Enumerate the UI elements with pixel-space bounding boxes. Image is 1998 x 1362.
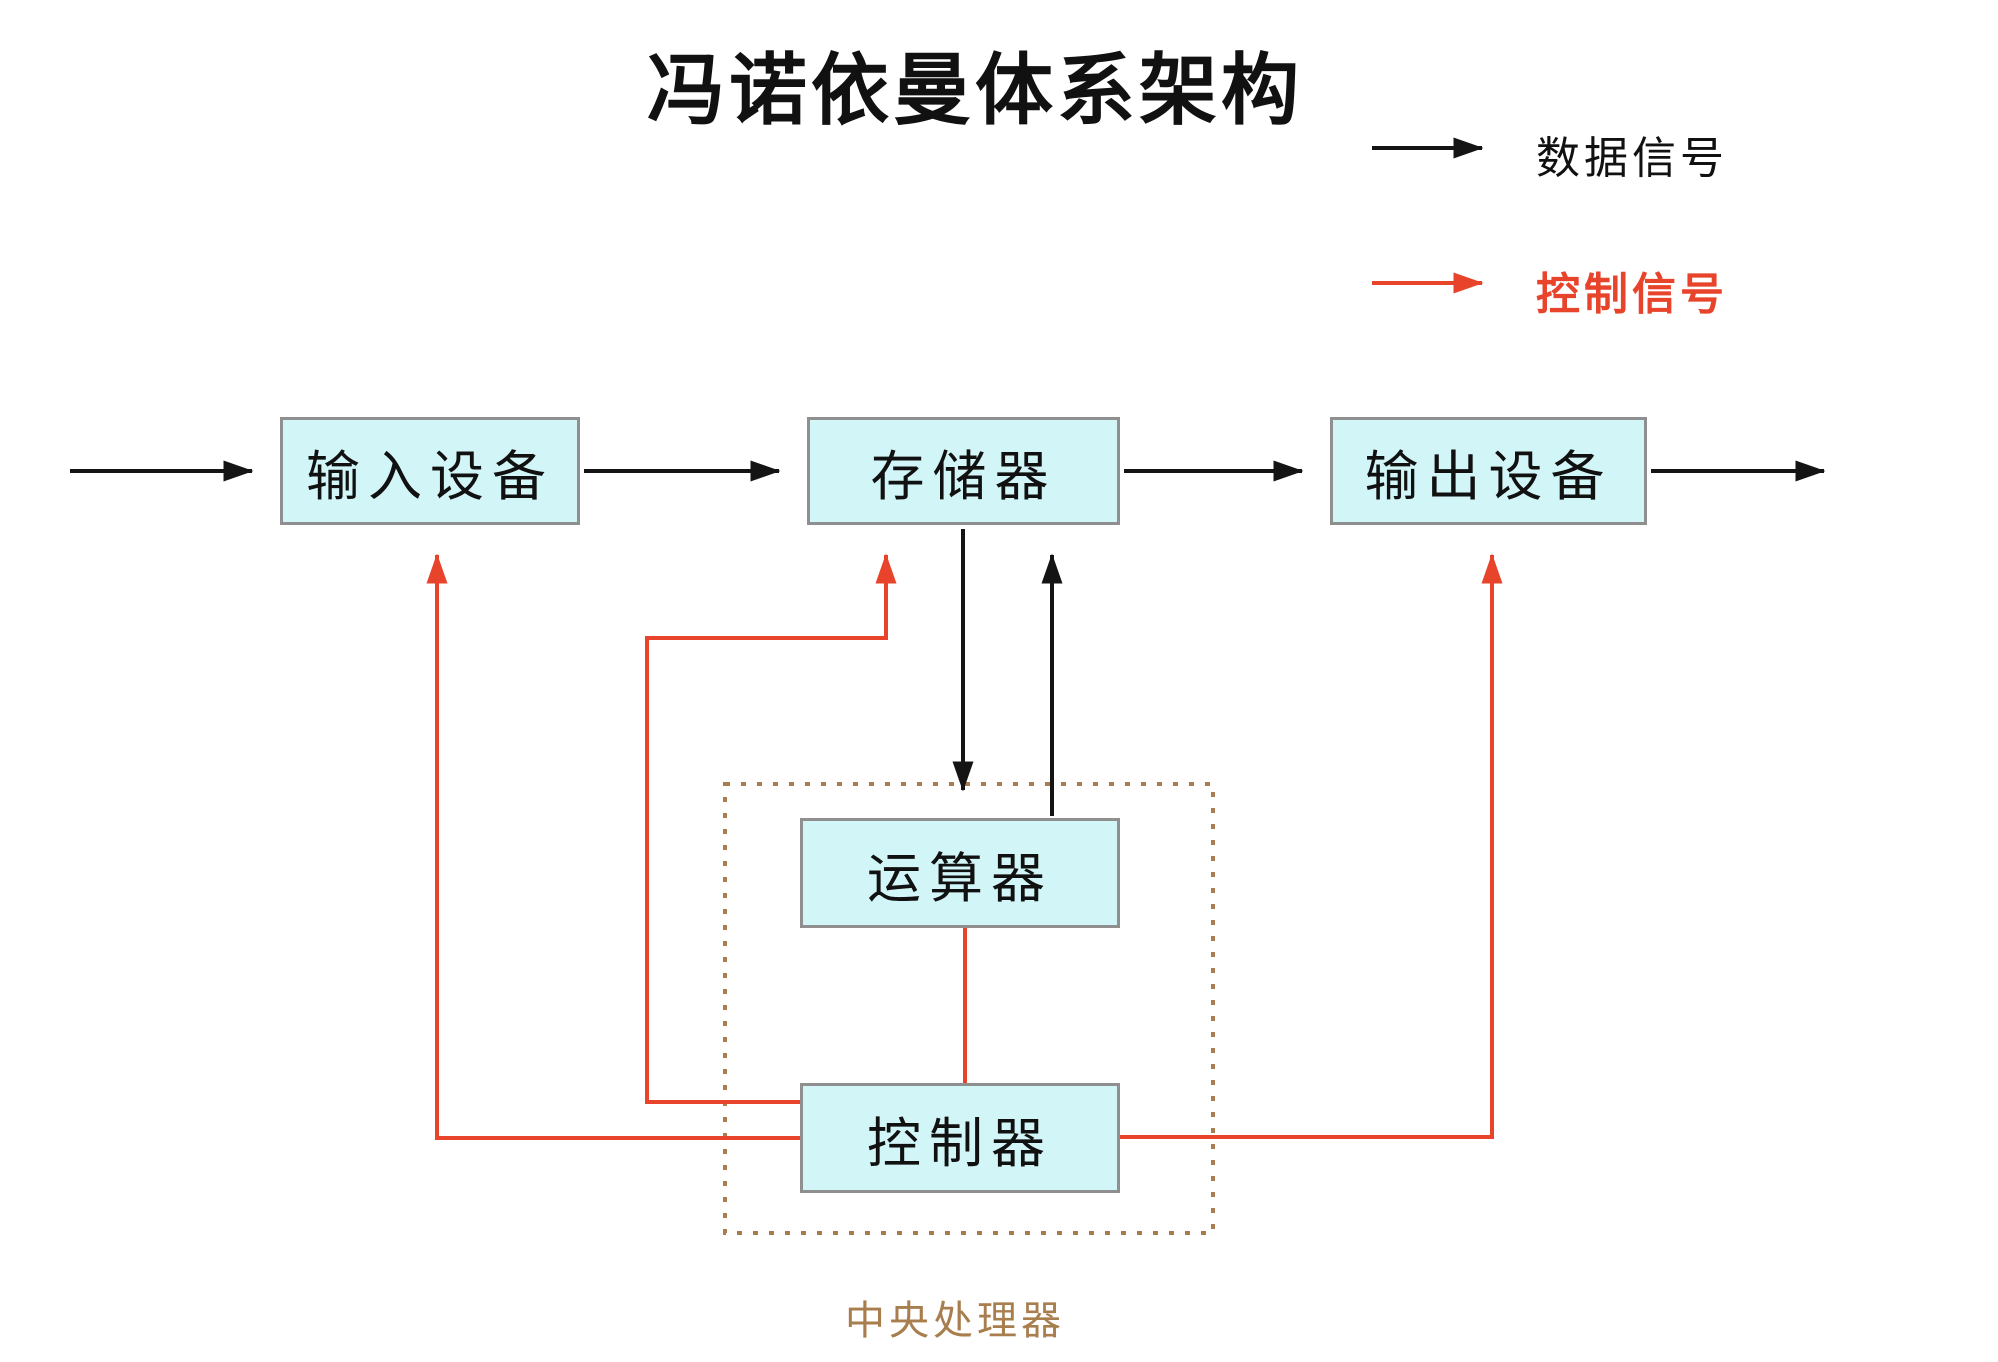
legend-label-control-signal: 控制信号 [1536,270,1728,319]
page-title: 冯诺依曼体系架构 [646,47,1303,134]
control-line-cu-to-input [426,553,800,1140]
node-input-device-label: 输入设备 [306,446,554,507]
node-control-unit-label: 控制器 [867,1113,1053,1174]
node-memory-label: 存储器 [870,446,1057,507]
node-output-device-label: 输出设备 [1364,446,1613,507]
node-alu-label: 运算器 [867,848,1053,909]
node-output-device: 输出设备 [1330,417,1647,525]
cpu-group-label: 中央处理器 [845,1298,1065,1343]
node-input-device: 输入设备 [280,417,580,525]
control-line-cu-to-memory [645,553,897,1104]
node-alu: 运算器 [800,818,1120,928]
legend-label-data-signal: 数据信号 [1536,134,1728,183]
node-memory: 存储器 [807,417,1120,525]
node-control-unit: 控制器 [800,1083,1120,1193]
control-line-cu-to-output [1120,553,1503,1139]
